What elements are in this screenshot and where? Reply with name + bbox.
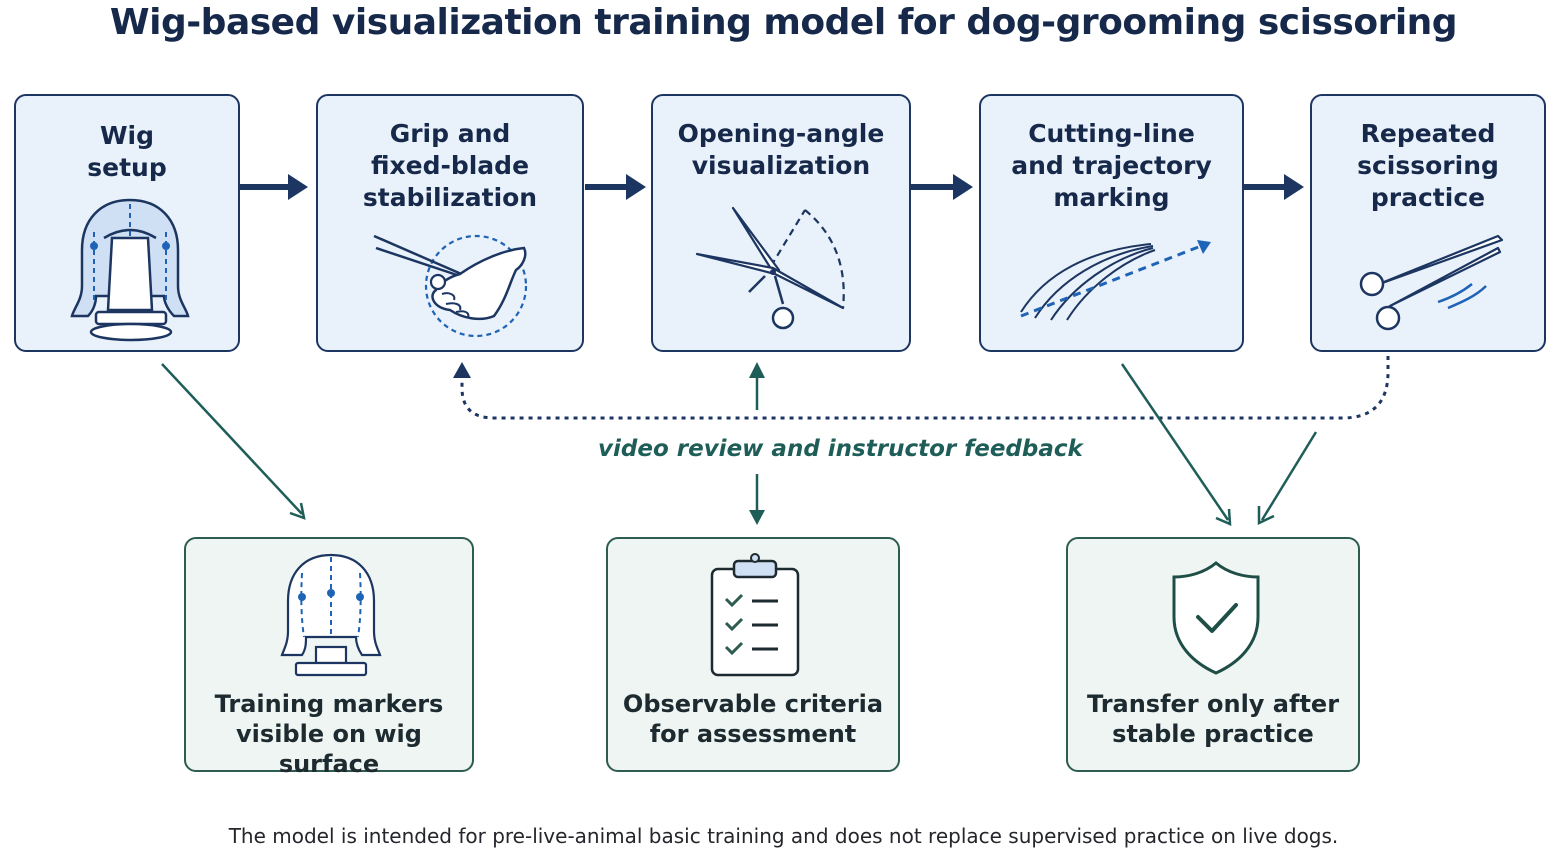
feedback-loop — [460, 356, 1390, 420]
feedback-arrowhead-left — [453, 362, 471, 378]
step-label: Wig setup — [87, 121, 167, 182]
step-opening-angle: Opening-angle visualization — [651, 94, 911, 352]
feedback-label: video review and instructor feedback — [598, 436, 1083, 462]
flow-arrow-1 — [240, 174, 308, 200]
step-label: Repeated scissoring practice — [1357, 119, 1499, 212]
scissors-angle-icon — [695, 206, 845, 330]
trajectory-lines-icon — [1020, 240, 1211, 321]
step-wig-setup: Wig setup — [14, 94, 240, 352]
feedback-down-arrow — [749, 474, 765, 525]
flow-arrow-2 — [585, 174, 646, 200]
flow-arrow-4 — [1244, 174, 1304, 200]
step-repeated-practice: Repeated scissoring practice — [1310, 94, 1546, 352]
wig-head-icon — [70, 198, 190, 342]
arrow-practice-to-transfer — [1257, 431, 1318, 525]
step-label: Opening-angle visualization — [677, 119, 885, 180]
step-label: Grip and fixed-blade stabilization — [362, 119, 538, 212]
outcome-label: Transfer only after stable practice — [1086, 690, 1340, 748]
feedback-up-arrow — [749, 362, 765, 410]
step-trajectory-marking: Cutting-line and trajectory marking — [979, 94, 1244, 352]
marked-wig-icon — [280, 553, 382, 677]
scissors-motion-icon — [1359, 234, 1504, 331]
outcome-label: Training markers visible on wig surface — [214, 690, 444, 778]
shield-check-icon — [1172, 561, 1260, 675]
flow-arrow-3 — [911, 174, 973, 200]
clipboard-checklist-icon — [710, 553, 800, 677]
footnote: The model is intended for pre-live-anima… — [228, 824, 1339, 848]
outcome-observable-criteria: Observable criteria for assessment — [606, 537, 900, 772]
arrow-trajectory-to-transfer — [1120, 363, 1232, 526]
arrow-wig-to-markers — [161, 363, 306, 520]
step-grip-stabilization: Grip and fixed-blade stabilization — [316, 94, 584, 352]
scissors-grip-icon — [373, 234, 528, 338]
diagram-title: Wig-based visualization training model f… — [109, 2, 1458, 43]
outcome-label: Observable criteria for assessment — [622, 690, 884, 748]
outcome-training-markers: Training markers visible on wig surface — [184, 537, 474, 778]
step-label: Cutting-line and trajectory marking — [1011, 119, 1212, 212]
outcome-transfer: Transfer only after stable practice — [1066, 537, 1360, 772]
